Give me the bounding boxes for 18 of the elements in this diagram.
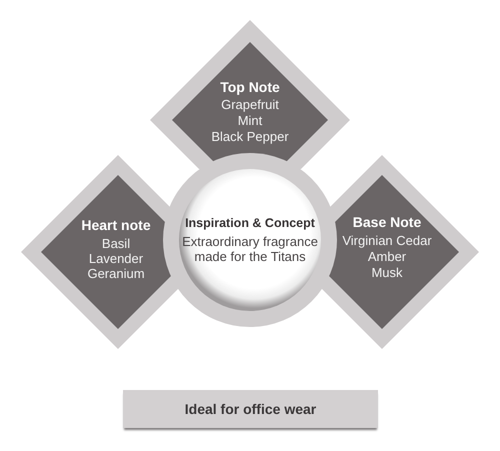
- note-heading: Top Note: [220, 78, 280, 96]
- note-heading: Base Note: [352, 213, 422, 231]
- ingredient-item: Mint: [238, 113, 262, 129]
- center-circle: [163, 153, 337, 327]
- concept-text: Extraordinary fragrance made for the Titans: [181, 234, 319, 264]
- ingredient-item: Lavender: [88, 251, 144, 266]
- ingredient-item: Musk: [371, 265, 403, 281]
- note-heading: Heart note: [81, 216, 151, 234]
- ingredient-item: Virginian Cedar: [342, 233, 432, 249]
- ingredient-item: Basil: [102, 236, 130, 251]
- ingredient-item: Amber: [368, 249, 406, 265]
- diamond-panel: [322, 155, 479, 349]
- banner-bar: [123, 390, 378, 428]
- banner-text: Ideal for office wear: [184, 400, 316, 418]
- concept-heading: Inspiration & Concept: [185, 215, 315, 231]
- ingredient-item: Black Pepper: [211, 129, 289, 145]
- ingredient-item: Grapefruit: [221, 97, 279, 113]
- ingredient-item: Geranium: [87, 266, 145, 281]
